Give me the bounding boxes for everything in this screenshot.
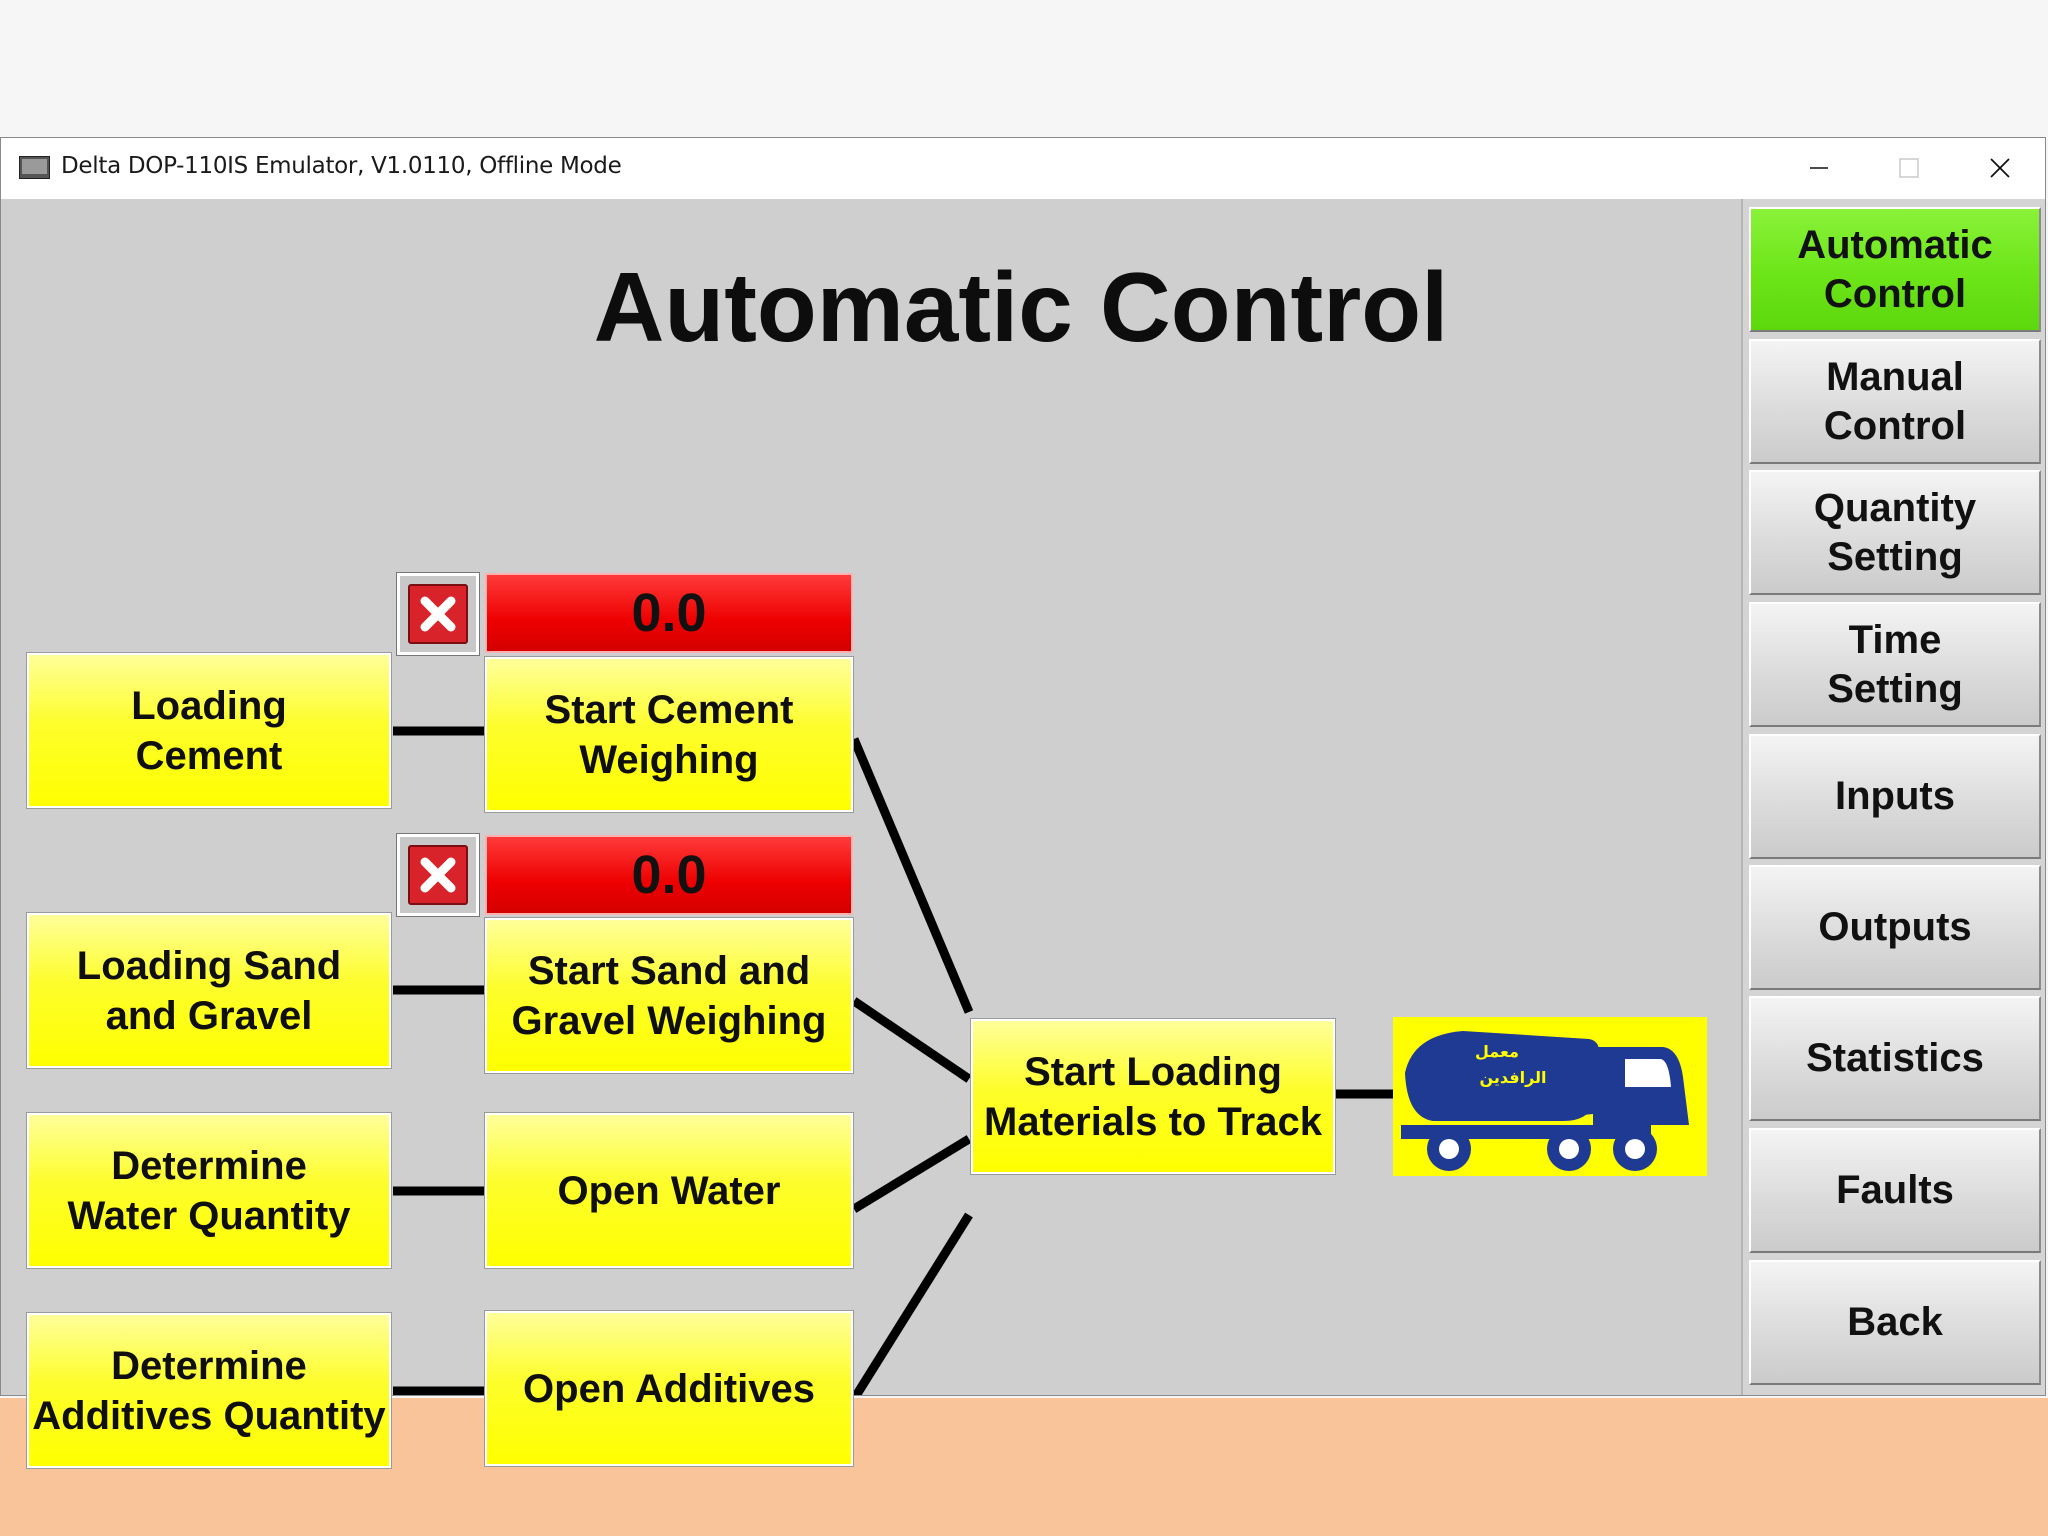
loading-cement-indicator: Loading Cement xyxy=(26,652,392,809)
minimize-icon[interactable] xyxy=(1789,146,1849,190)
cement-cancel-button[interactable] xyxy=(396,572,480,656)
nav-back-label: Back xyxy=(1847,1300,1943,1344)
start-loading-label: Start Loading Materials to Track xyxy=(984,1049,1322,1144)
cement-cancel-face xyxy=(408,584,468,644)
nav-automatic-control-label: Automatic Control xyxy=(1797,222,1993,316)
window-title: Delta DOP-110IS Emulator, V1.0110, Offli… xyxy=(61,153,622,179)
sand-gravel-cancel-button[interactable] xyxy=(396,833,480,917)
loading-sand-gravel-label: Loading Sand and Gravel xyxy=(76,943,342,1038)
determine-additives-indicator: Determine Additives Quantity xyxy=(26,1312,392,1469)
app-icon xyxy=(19,156,50,179)
start-cement-weighing-label: Start Cement Weighing xyxy=(544,687,794,782)
cement-weight-value: 0.0 xyxy=(485,573,853,653)
close-x-icon xyxy=(420,596,456,632)
start-sand-gravel-weighing-indicator: Start Sand and Gravel Weighing xyxy=(484,917,854,1074)
sand-gravel-weight-value: 0.0 xyxy=(485,835,853,915)
start-sand-gravel-weighing-label: Start Sand and Gravel Weighing xyxy=(511,948,827,1043)
nav-back[interactable]: Back xyxy=(1749,1260,2041,1385)
connection-lines xyxy=(393,726,1393,1395)
navigation-sidebar: Automatic Control Manual Control Quantit… xyxy=(1741,199,2045,1395)
nav-outputs[interactable]: Outputs xyxy=(1749,865,2041,990)
start-loading-indicator: Start Loading Materials to Track xyxy=(970,1018,1336,1175)
nav-time-setting-label: Time Setting xyxy=(1827,617,1963,711)
open-additives-label: Open Additives xyxy=(523,1366,815,1411)
nav-quantity-setting[interactable]: Quantity Setting xyxy=(1749,470,2041,595)
emulator-window: Delta DOP-110IS Emulator, V1.0110, Offli… xyxy=(0,137,2046,1469)
loading-cement-label: Loading Cement xyxy=(131,683,287,778)
nav-quantity-setting-label: Quantity Setting xyxy=(1813,485,1977,579)
determine-water-indicator: Determine Water Quantity xyxy=(26,1112,392,1269)
hmi-screen: Automatic Control Loading Cement xyxy=(1,199,1741,1469)
wire-additives-to-start xyxy=(851,1212,973,1395)
truck-logo-line1: معمل xyxy=(1475,1042,1519,1061)
concrete-mixer-truck-icon: معمل الرافدين xyxy=(1401,1031,1689,1171)
truck-logo-line2: الرافدين xyxy=(1479,1068,1546,1087)
nav-statistics[interactable]: Statistics xyxy=(1749,996,2041,1121)
maximize-icon[interactable] xyxy=(1879,146,1939,190)
start-cement-weighing-indicator: Start Cement Weighing xyxy=(484,656,854,813)
nav-time-setting[interactable]: Time Setting xyxy=(1749,602,2041,727)
truck-indicator: معمل الرافدين xyxy=(1393,1017,1707,1176)
determine-additives-label: Determine Additives Quantity xyxy=(32,1343,386,1438)
wire-sand-to-start xyxy=(851,997,972,1083)
determine-water-label: Determine Water Quantity xyxy=(67,1143,351,1238)
open-additives-indicator: Open Additives xyxy=(484,1310,854,1467)
sand-gravel-cancel-face xyxy=(408,845,468,905)
loading-sand-gravel-indicator: Loading Sand and Gravel xyxy=(26,912,392,1069)
page-title: Automatic Control xyxy=(593,252,1449,362)
nav-inputs[interactable]: Inputs xyxy=(1749,734,2041,859)
close-x-icon xyxy=(420,857,456,893)
nav-manual-control-label: Manual Control xyxy=(1823,354,1967,448)
nav-manual-control[interactable]: Manual Control xyxy=(1749,339,2041,464)
open-water-indicator: Open Water xyxy=(484,1112,854,1269)
nav-inputs-label: Inputs xyxy=(1835,774,1955,818)
title-bar[interactable]: Delta DOP-110IS Emulator, V1.0110, Offli… xyxy=(1,138,2045,199)
open-water-label: Open Water xyxy=(557,1168,781,1213)
wire-water-to-start xyxy=(851,1135,972,1213)
nav-faults[interactable]: Faults xyxy=(1749,1128,2041,1253)
nav-statistics-label: Statistics xyxy=(1806,1036,1984,1080)
wire-cement-to-start xyxy=(849,737,974,1014)
close-icon[interactable] xyxy=(1970,146,2030,190)
nav-outputs-label: Outputs xyxy=(1818,905,1972,949)
nav-faults-label: Faults xyxy=(1836,1168,1954,1212)
nav-automatic-control[interactable]: Automatic Control xyxy=(1749,207,2041,332)
